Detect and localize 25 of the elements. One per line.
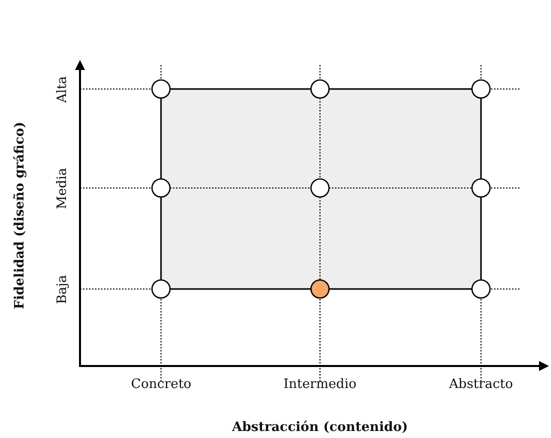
grid-point-circle [471, 178, 491, 198]
axis-title: Abstracción (contenido) [232, 420, 408, 434]
connector-line [160, 98, 162, 179]
axis-tick-label: Abstracto [449, 376, 513, 392]
grid-point-circle [310, 79, 330, 99]
axis-tick-label: Media [54, 167, 70, 209]
axis-tick-label: Baja [54, 274, 70, 304]
grid-point-circle [310, 279, 330, 299]
connector-line [480, 197, 482, 280]
grid-point-circle [471, 79, 491, 99]
connector-line [160, 197, 162, 280]
grid-point-circle [151, 178, 171, 198]
axis-title: Fidelidad (diseño gráfico) [12, 121, 28, 309]
grid-point-circle [151, 279, 171, 299]
connector-line [170, 88, 311, 90]
axis-tick-label: Intermedio [284, 376, 356, 392]
connector-line [170, 288, 311, 290]
connector-line [329, 288, 472, 290]
axis-tick-label: Concreto [131, 376, 192, 392]
grid-point-circle [151, 79, 171, 99]
grid-point-circle [310, 178, 330, 198]
connector-line [329, 88, 472, 90]
grid-point-circle [471, 279, 491, 299]
connector-line [480, 98, 482, 179]
axis-tick-label: Alta [54, 76, 70, 102]
